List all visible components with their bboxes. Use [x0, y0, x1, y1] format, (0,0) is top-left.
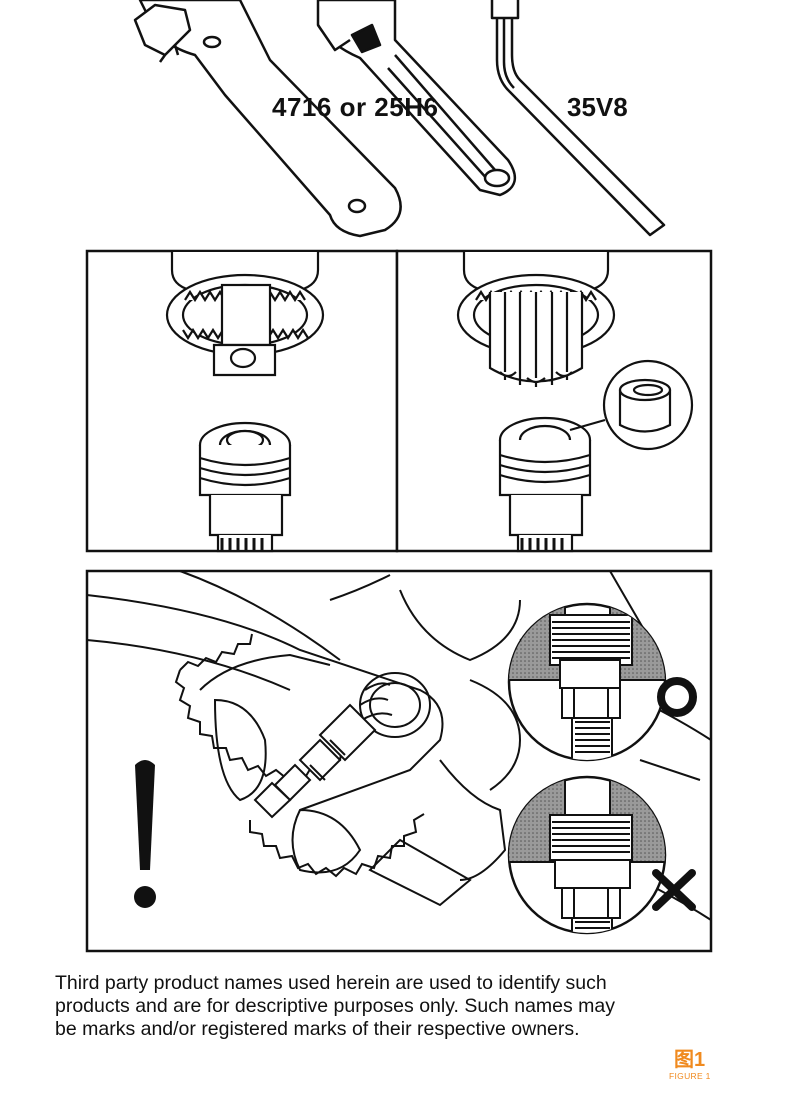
hex-key: [490, 0, 666, 237]
lockring-tool-left: [165, 252, 325, 377]
spanner-label: 4716 or 25H6: [272, 92, 439, 122]
disclaimer-line: Third party product names used herein ar…: [55, 972, 607, 994]
figure-label-en: FIGURE 1: [669, 1071, 711, 1081]
pin-spanner-wrench: [133, 0, 402, 238]
hex-key-label: 35V8: [567, 92, 628, 122]
spacer-callout: [569, 359, 694, 451]
exclamation-icon: [134, 760, 156, 908]
bottom-bracket-left: [198, 421, 292, 553]
crankset-drawing: [86, 570, 712, 921]
correct-icon: [657, 677, 697, 717]
lockring-tool-right: [456, 252, 616, 387]
detail-incorrect: [507, 775, 667, 935]
disclaimer-line: be marks and/or registered marks of thei…: [55, 1018, 580, 1040]
bottom-bracket-right: [498, 416, 592, 553]
adjustable-wrench: [316, 0, 517, 197]
figure-label-cn: 图1: [674, 1049, 706, 1071]
detail-correct: [507, 602, 667, 762]
incorrect-icon: [652, 869, 696, 911]
disclaimer: Third party product names used herein ar…: [55, 972, 755, 1041]
disclaimer-line: products and are for descriptive purpose…: [55, 995, 616, 1017]
